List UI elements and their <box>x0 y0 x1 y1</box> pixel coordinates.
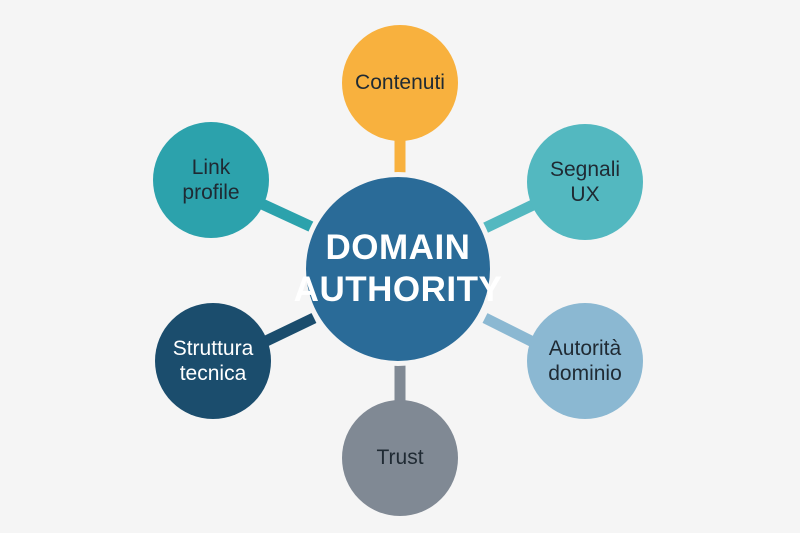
node-trust: Trust <box>342 400 458 516</box>
connector-struttura <box>259 313 317 348</box>
node-link-profile-label: Link profile <box>182 155 240 204</box>
node-segnali-ux: Segnali UX <box>527 124 643 240</box>
node-contenuti: Contenuti <box>342 25 458 141</box>
node-struttura-tecnica: Struttura tecnica <box>155 303 271 419</box>
center-node-domain-authority: DOMAIN AUTHORITY <box>294 172 502 366</box>
node-autorita-dominio: Autorità dominio <box>527 303 643 419</box>
node-contenuti-label: Contenuti <box>355 71 445 95</box>
connector-segnali <box>482 199 538 233</box>
node-struttura-tecnica-label: Struttura tecnica <box>172 336 254 385</box>
center-node-label: DOMAIN AUTHORITY <box>293 228 503 309</box>
node-trust-label: Trust <box>376 446 424 470</box>
node-link-profile: Link profile <box>153 122 269 238</box>
connector-link <box>259 199 317 233</box>
node-segnali-ux-label: Segnali UX <box>549 157 621 206</box>
node-autorita-dominio-label: Autorità dominio <box>548 336 622 385</box>
connector-autorita <box>482 313 538 348</box>
